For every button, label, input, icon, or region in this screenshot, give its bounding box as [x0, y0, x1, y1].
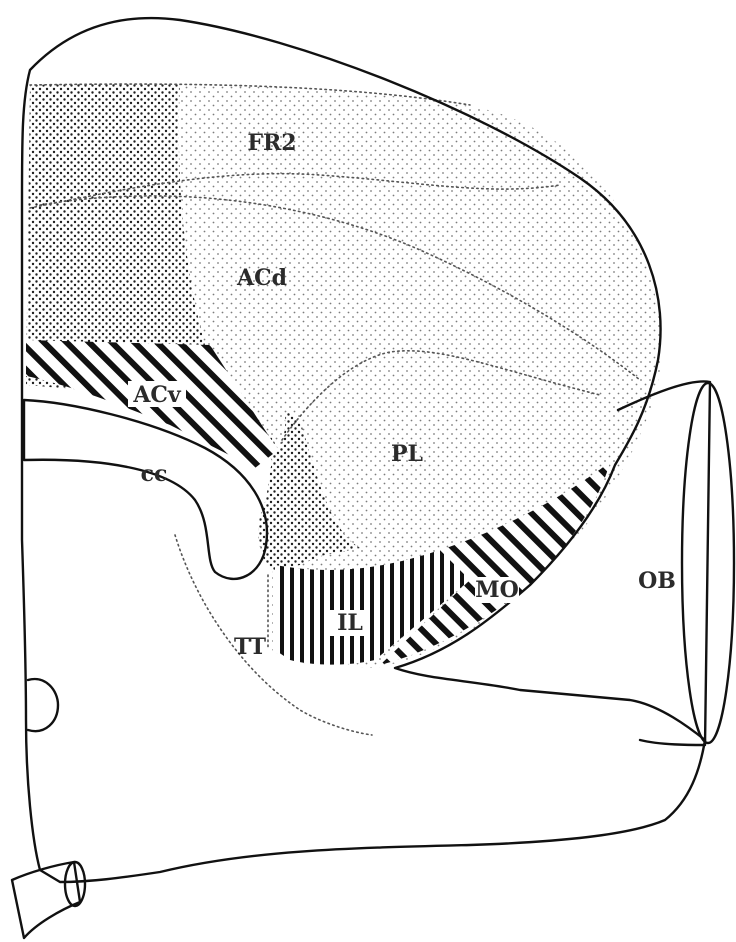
- label-acv: ACv: [132, 382, 182, 408]
- label-pl: PL: [391, 441, 423, 467]
- label-tt: TT: [234, 634, 267, 660]
- lateral-bump: [28, 679, 58, 731]
- label-ob: OB: [638, 568, 676, 594]
- lower-tube: [12, 862, 85, 938]
- label-acd: ACd: [236, 265, 287, 291]
- label-mo: MO: [475, 577, 519, 603]
- label-cc: cc: [141, 461, 168, 487]
- label-il: IL: [337, 610, 363, 636]
- label-fr2: FR2: [247, 130, 296, 156]
